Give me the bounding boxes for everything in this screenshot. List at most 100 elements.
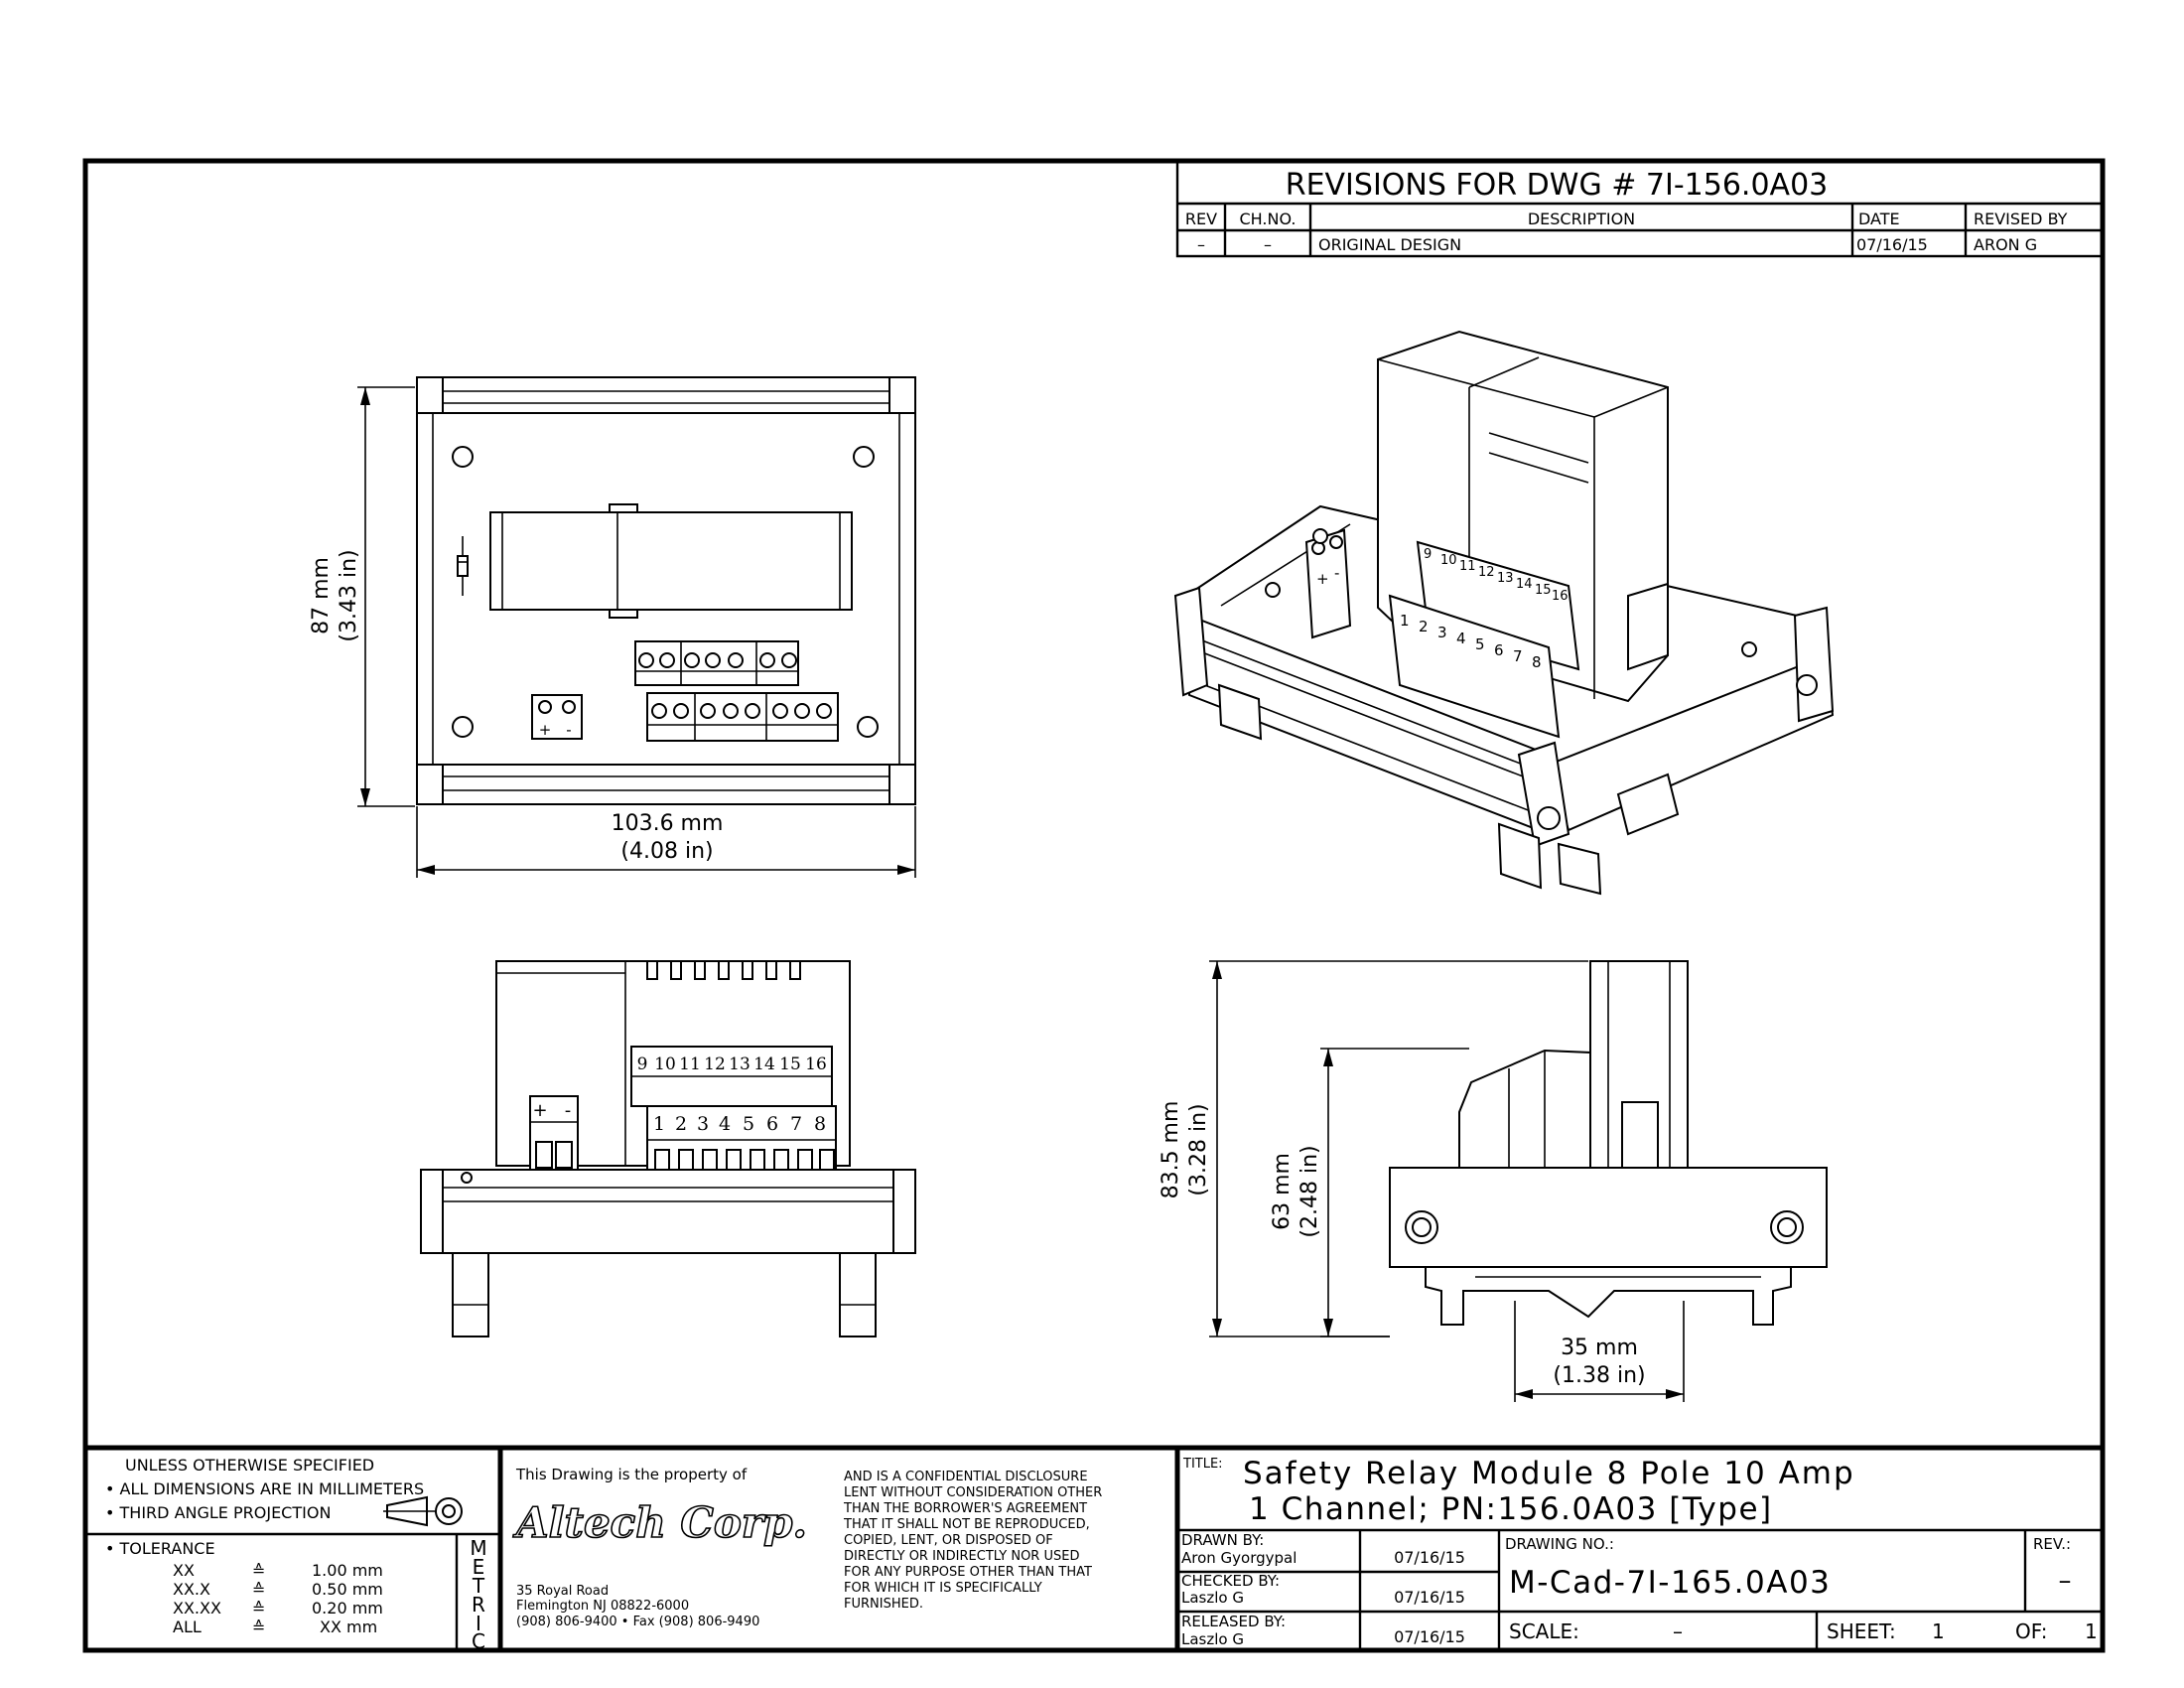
svg-text:T: T	[472, 1574, 485, 1598]
rail-width-in: (1.38 in)	[1553, 1363, 1645, 1388]
rev-row-rev: –	[1197, 235, 1205, 254]
svg-text:C: C	[472, 1629, 485, 1653]
mounting-hole-icon	[452, 716, 474, 738]
checked-date: 07/16/15	[1394, 1588, 1465, 1607]
body-height-dimension: 63 mm (2.48 in)	[1270, 1048, 1469, 1337]
side-power-minus: -	[565, 1100, 572, 1121]
svg-text:9: 9	[637, 1055, 648, 1074]
svg-text:16: 16	[805, 1055, 827, 1074]
released-by-value: Laszlo G	[1181, 1630, 1244, 1648]
spec-dimensions: • ALL DIMENSIONS ARE IN MILLIMETERS	[105, 1479, 424, 1498]
svg-text:E: E	[473, 1555, 485, 1579]
svg-text:≙: ≙	[252, 1561, 265, 1580]
iso-power-minus: -	[1334, 564, 1339, 582]
front-power-minus: -	[566, 721, 571, 739]
relay-body	[489, 511, 853, 611]
third-angle-projection-icon	[383, 1495, 463, 1527]
svg-text:≙: ≙	[252, 1580, 265, 1599]
front-lower-terminal-block	[646, 692, 839, 742]
svg-text:3: 3	[697, 1113, 709, 1135]
svg-text:COPIED, LENT, OR DISPOSED OF: COPIED, LENT, OR DISPOSED OF	[844, 1533, 1053, 1548]
svg-text:14: 14	[1516, 577, 1533, 592]
rev-col-rev: REV	[1185, 210, 1217, 228]
title-block: UNLESS OTHERWISE SPECIFIED • ALL DIMENSI…	[85, 1448, 2103, 1653]
address-line-2: Flemington NJ 08822-6000	[516, 1599, 689, 1614]
checked-by-value: Laszlo G	[1181, 1589, 1244, 1607]
svg-text:4: 4	[719, 1113, 731, 1135]
spec-projection: • THIRD ANGLE PROJECTION	[105, 1503, 331, 1522]
rail-width-mm: 35 mm	[1561, 1336, 1638, 1360]
svg-text:≙: ≙	[252, 1618, 265, 1636]
iso-power-plus: +	[1316, 570, 1329, 588]
iso-lower-numbers: 1 2 3 4 5 6 7 8	[1400, 612, 1542, 671]
svg-text:XX: XX	[173, 1561, 195, 1580]
total-height-dimension: 83.5 mm (3.28 in)	[1159, 960, 1588, 1337]
body-height-mm: 63 mm	[1270, 1153, 1295, 1230]
rev-col-date: DATE	[1858, 210, 1900, 228]
heatsink-fins	[646, 960, 801, 980]
svg-text:6: 6	[766, 1113, 778, 1135]
svg-text:12: 12	[704, 1055, 726, 1074]
diode-icon	[457, 536, 469, 596]
front-width-in: (4.08 in)	[620, 839, 713, 864]
svg-text:AND IS A CONFIDENTIAL DISCLOSU: AND IS A CONFIDENTIAL DISCLOSURE	[844, 1470, 1088, 1484]
title-line-2: 1 Channel; PN:156.0A03 [Type]	[1249, 1491, 1773, 1527]
svg-text:5: 5	[1475, 635, 1485, 653]
mounting-hole-icon	[1312, 528, 1328, 544]
svg-text:13: 13	[729, 1055, 751, 1074]
revisions-table: REVISIONS FOR DWG # 7I-156.0A03 REV CH.N…	[1175, 159, 2105, 258]
company-logo: Altech Corp.	[512, 1498, 807, 1547]
svg-text:7: 7	[1513, 647, 1523, 665]
rev-col-chno: CH.NO.	[1239, 210, 1296, 228]
drawn-date: 07/16/15	[1394, 1548, 1465, 1567]
rev-row-revised-by: ARON G	[1974, 235, 2037, 254]
svg-text:DIRECTLY OR INDIRECTLY NOR USE: DIRECTLY OR INDIRECTLY NOR USED	[844, 1549, 1079, 1564]
svg-text:11: 11	[679, 1055, 701, 1074]
spec-unless: UNLESS OTHERWISE SPECIFIED	[125, 1456, 374, 1475]
side-lower-numbers: 1 2 3 4 5 6 7 8	[653, 1113, 826, 1135]
svg-text:3: 3	[1437, 624, 1447, 641]
svg-text:10: 10	[654, 1055, 676, 1074]
svg-text:11: 11	[1459, 559, 1476, 574]
svg-text:1: 1	[1400, 612, 1410, 630]
mounting-hole-icon	[1265, 582, 1281, 598]
front-upper-terminal-block	[634, 640, 799, 686]
screw-icon	[1537, 806, 1561, 830]
address-line-3: (908) 806-9400 • Fax (908) 806-9490	[516, 1615, 759, 1629]
svg-text:R: R	[472, 1593, 485, 1617]
svg-text:8: 8	[1532, 653, 1542, 671]
svg-text:I: I	[476, 1612, 481, 1635]
screw-icon	[1796, 674, 1818, 696]
address-line-1: 35 Royal Road	[516, 1584, 609, 1599]
front-width-dimension: 103.6 mm (4.08 in)	[416, 806, 916, 878]
rev-row-date: 07/16/15	[1856, 235, 1928, 254]
svg-text:13: 13	[1497, 571, 1514, 586]
sheet-label: SHEET:	[1827, 1619, 1896, 1643]
mounting-hole-icon	[857, 716, 879, 738]
svg-text:7: 7	[790, 1113, 802, 1135]
scale-label: SCALE:	[1509, 1619, 1579, 1643]
din-rail-clip	[1425, 1266, 1792, 1326]
sheet-border	[82, 158, 2106, 1653]
svg-text:FURNISHED.: FURNISHED.	[844, 1597, 923, 1612]
drawing-no-value: M-Cad-7I-165.0A03	[1509, 1565, 1831, 1601]
of-label: OF:	[2015, 1619, 2047, 1643]
metric-vertical-label: M E T R I C	[470, 1536, 486, 1653]
svg-text:FOR ANY PURPOSE OTHER THAN THA: FOR ANY PURPOSE OTHER THAN THAT	[844, 1565, 1092, 1580]
sheet-value: 1	[1932, 1619, 1945, 1643]
svg-text:12: 12	[1478, 565, 1495, 580]
svg-text:9: 9	[1424, 547, 1432, 562]
svg-text:15: 15	[1535, 583, 1552, 598]
total-height-mm: 83.5 mm	[1159, 1101, 1183, 1199]
svg-text:1: 1	[653, 1113, 665, 1135]
rev-value: –	[2059, 1566, 2072, 1596]
front-view: + -	[309, 376, 916, 878]
drawn-by-label: DRAWN BY:	[1181, 1531, 1264, 1549]
svg-text:14: 14	[753, 1055, 775, 1074]
svg-text:1.00 mm: 1.00 mm	[312, 1561, 383, 1580]
mounting-hole-icon	[452, 446, 474, 468]
svg-text:10: 10	[1440, 553, 1457, 568]
front-width-mm: 103.6 mm	[612, 811, 724, 836]
drawn-by-value: Aron Gyorgypal	[1181, 1549, 1297, 1567]
